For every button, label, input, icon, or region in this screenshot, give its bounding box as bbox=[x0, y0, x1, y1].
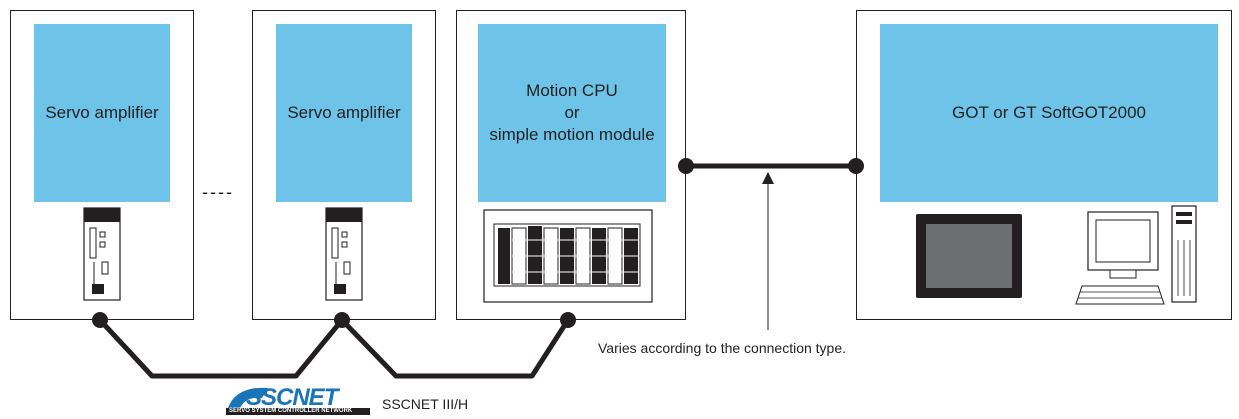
motion-cpu-line3: simple motion module bbox=[489, 125, 655, 144]
sscnet-logo-text: SSCNET bbox=[246, 384, 338, 411]
pc-icon bbox=[1075, 205, 1197, 305]
servo-amplifier-1-icon bbox=[83, 207, 121, 301]
servo-amplifier-1-label: Servo amplifier bbox=[34, 24, 170, 202]
sscnet-cable bbox=[92, 312, 576, 379]
sscnet-network-label: SSCNET III/H bbox=[382, 396, 469, 412]
servo-amplifier-2-icon bbox=[325, 207, 363, 301]
servo-amplifier-2-label: Servo amplifier bbox=[276, 24, 412, 202]
servo-amplifier-2-text: Servo amplifier bbox=[287, 103, 401, 122]
ellipsis-dashes: ---- bbox=[202, 182, 234, 202]
got-text: GOT or GT SoftGOT2000 bbox=[952, 103, 1146, 122]
servo-amplifier-1-text: Servo amplifier bbox=[45, 103, 159, 122]
got-connection-line bbox=[678, 158, 864, 174]
annotation-arrow bbox=[762, 172, 774, 330]
connection-type-annotation: Varies according to the connection type. bbox=[598, 340, 847, 356]
plc-rack-icon bbox=[483, 209, 653, 303]
motion-cpu-line2: or bbox=[564, 103, 580, 122]
motion-cpu-label: Motion CPU or simple motion module bbox=[478, 24, 666, 202]
got-label: GOT or GT SoftGOT2000 bbox=[880, 24, 1218, 202]
sscnet-logo-icon bbox=[226, 387, 370, 415]
got-panel-icon bbox=[916, 214, 1022, 298]
sscnet-logo-subtext: SERVO SYSTEM CONTROLLER NETWORK bbox=[229, 408, 353, 414]
motion-cpu-line1: Motion CPU bbox=[526, 81, 618, 100]
